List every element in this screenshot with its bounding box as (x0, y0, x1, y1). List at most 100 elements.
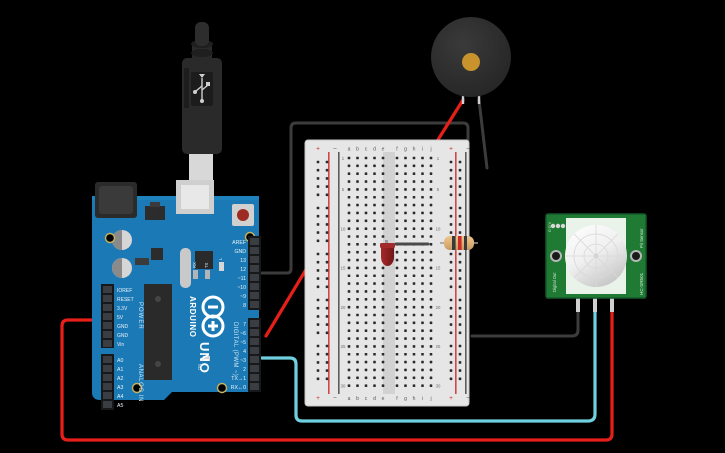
hole-j16[interactable] (429, 274, 433, 278)
hole-h16[interactable] (412, 274, 416, 278)
hole-f29[interactable] (395, 376, 399, 380)
hole-i28[interactable] (421, 368, 424, 372)
hole-j4[interactable] (429, 180, 433, 183)
hole-h9[interactable] (412, 219, 416, 223)
hole-g9[interactable] (404, 219, 407, 223)
hole-d26[interactable] (373, 352, 376, 356)
hole-c23[interactable] (364, 329, 368, 332)
rail-hole-right-minus-6[interactable] (458, 214, 462, 218)
digital-header-top[interactable] (248, 236, 261, 310)
hole-d15[interactable] (373, 266, 376, 270)
hole-d27[interactable] (373, 360, 376, 364)
rail-hole-right-minus-4[interactable] (458, 193, 462, 197)
hole-a30[interactable] (347, 384, 351, 387)
rail-hole-left-minus-14[interactable] (325, 285, 329, 289)
hole-i30[interactable] (421, 384, 424, 387)
hole-b30[interactable] (356, 384, 359, 387)
hole-d22[interactable] (373, 321, 376, 325)
hole-j5[interactable] (429, 188, 433, 191)
hole-a10[interactable] (347, 227, 351, 230)
hole-c11[interactable] (364, 235, 368, 238)
hole-h10[interactable] (412, 227, 416, 230)
rail-hole-right-minus-24[interactable] (458, 377, 462, 381)
hole-e18[interactable] (381, 290, 385, 293)
hole-e21[interactable] (381, 313, 385, 317)
hole-d19[interactable] (373, 298, 376, 301)
hole-e20[interactable] (381, 305, 385, 309)
rail-hole-right-plus-1[interactable] (449, 168, 453, 172)
piezo-buzzer[interactable] (431, 17, 511, 104)
rail-hole-left-plus-10[interactable] (316, 252, 320, 256)
rail-hole-right-plus-21[interactable] (449, 352, 453, 356)
hole-i11[interactable] (421, 235, 424, 238)
rail-hole-left-minus-12[interactable] (325, 269, 329, 272)
hole-b25[interactable] (356, 345, 359, 348)
rail-hole-right-minus-3[interactable] (458, 185, 462, 188)
rail-hole-right-plus-11[interactable] (449, 260, 453, 264)
hole-g17[interactable] (404, 282, 407, 285)
hole-c19[interactable] (364, 298, 368, 301)
rail-hole-left-plus-19[interactable] (316, 331, 320, 335)
hole-j28[interactable] (429, 368, 433, 372)
rail-hole-left-plus-15[interactable] (316, 298, 320, 302)
hole-a26[interactable] (347, 352, 351, 356)
rail-hole-right-minus-0[interactable] (458, 160, 462, 164)
hole-j26[interactable] (429, 352, 433, 356)
hole-g11[interactable] (404, 235, 407, 238)
hole-d18[interactable] (373, 290, 376, 293)
wire-gnd-to-rail[interactable] (260, 121, 470, 275)
hole-e10[interactable] (381, 227, 385, 230)
hole-d30[interactable] (373, 384, 376, 387)
rail-hole-left-plus-16[interactable] (316, 306, 320, 310)
hole-j14[interactable] (429, 258, 433, 262)
rail-hole-left-minus-4[interactable] (325, 193, 329, 197)
hole-e15[interactable] (381, 266, 385, 270)
hole-e25[interactable] (381, 345, 385, 348)
hole-e27[interactable] (381, 360, 385, 364)
hole-j18[interactable] (429, 290, 433, 293)
hole-e30[interactable] (381, 384, 385, 387)
hole-d16[interactable] (373, 274, 376, 278)
hole-j15[interactable] (429, 266, 433, 270)
rail-hole-right-plus-19[interactable] (449, 331, 453, 335)
hole-f1[interactable] (395, 156, 399, 160)
hole-d23[interactable] (373, 329, 376, 332)
hole-c30[interactable] (364, 384, 368, 387)
hole-g7[interactable] (404, 203, 407, 207)
rail-hole-right-plus-17[interactable] (449, 315, 453, 318)
hole-d8[interactable] (373, 211, 376, 215)
hole-e23[interactable] (381, 329, 385, 332)
hole-h13[interactable] (412, 250, 416, 254)
hole-j29[interactable] (429, 376, 433, 380)
rail-hole-right-plus-0[interactable] (449, 160, 453, 164)
rail-hole-left-minus-0[interactable] (325, 160, 329, 164)
rail-hole-left-plus-3[interactable] (316, 185, 320, 188)
hole-c5[interactable] (364, 188, 368, 191)
hole-i5[interactable] (421, 188, 424, 191)
hole-h26[interactable] (412, 352, 416, 356)
rail-hole-right-minus-10[interactable] (458, 252, 462, 256)
hole-e7[interactable] (381, 203, 385, 207)
hole-b28[interactable] (356, 368, 359, 372)
hole-d9[interactable] (373, 219, 376, 223)
hole-c15[interactable] (364, 266, 368, 270)
hole-b5[interactable] (356, 188, 359, 191)
hole-f3[interactable] (395, 172, 399, 175)
hole-h23[interactable] (412, 329, 416, 332)
hole-a20[interactable] (347, 305, 351, 309)
rail-hole-left-plus-14[interactable] (316, 285, 320, 289)
hole-c17[interactable] (364, 282, 368, 285)
hole-j27[interactable] (429, 360, 433, 364)
hole-h24[interactable] (412, 337, 416, 340)
hole-i6[interactable] (421, 195, 424, 199)
rail-hole-right-plus-5[interactable] (449, 206, 453, 210)
hole-g24[interactable] (404, 337, 407, 340)
hole-f17[interactable] (395, 282, 399, 285)
hole-f4[interactable] (395, 180, 399, 183)
hole-d25[interactable] (373, 345, 376, 348)
hole-e5[interactable] (381, 188, 385, 191)
rail-hole-right-plus-14[interactable] (449, 285, 453, 289)
hole-g28[interactable] (404, 368, 407, 372)
hole-j25[interactable] (429, 345, 433, 348)
rail-hole-left-minus-10[interactable] (325, 252, 329, 256)
